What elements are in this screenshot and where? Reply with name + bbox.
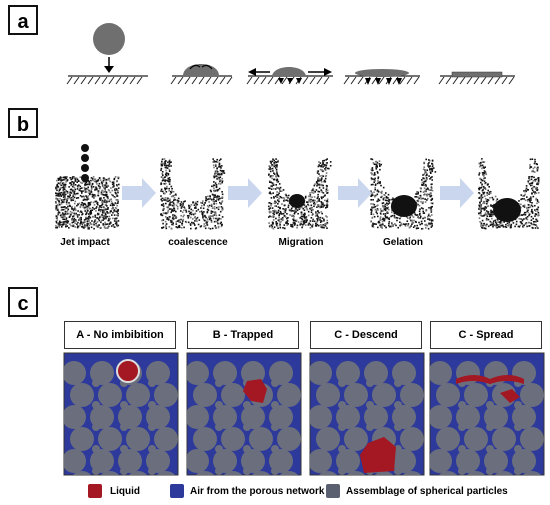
simulation-frame bbox=[429, 352, 545, 476]
impacting-droplet bbox=[183, 64, 219, 76]
legend-label-liquid: Liquid bbox=[110, 486, 140, 497]
sim-title-descend: C - Descend bbox=[310, 321, 422, 349]
process-arrows bbox=[122, 178, 474, 208]
process-arrow bbox=[440, 178, 474, 208]
process-arrow bbox=[228, 178, 262, 208]
legend-swatch-air bbox=[170, 484, 184, 498]
sim-title-trapped: B - Trapped bbox=[187, 321, 299, 349]
imbibing-droplet bbox=[355, 69, 409, 77]
step-label-coalescence: coalescence bbox=[168, 237, 228, 248]
legend-label-air: Air from the porous network bbox=[190, 486, 325, 497]
simulation-frame bbox=[309, 352, 425, 476]
panel-label-a: a bbox=[8, 5, 38, 35]
process-arrow bbox=[338, 178, 372, 208]
step-label-migration: Migration bbox=[278, 237, 324, 248]
simulation-frame bbox=[63, 352, 179, 476]
spreading-droplet bbox=[272, 67, 306, 76]
powder-beds bbox=[55, 158, 540, 230]
panel-label-b: b bbox=[8, 108, 38, 138]
step-label-gelation: Gelation bbox=[382, 237, 423, 248]
falling-droplet bbox=[93, 23, 125, 55]
legend-swatch-liquid bbox=[88, 484, 102, 498]
panel-label-c: c bbox=[8, 287, 38, 317]
simulation-frames bbox=[63, 352, 545, 476]
step-label-jet-impact: Jet impact bbox=[60, 237, 110, 248]
jet-droplets bbox=[81, 144, 89, 182]
legend-label-particles: Assemblage of spherical particles bbox=[346, 486, 508, 497]
simulation-frame bbox=[186, 352, 302, 476]
absorbed-film bbox=[451, 71, 503, 78]
sim-title-no-imbibition: A - No imbibition bbox=[64, 321, 176, 349]
sim-title-spread: C - Spread bbox=[430, 321, 542, 349]
legend-swatch-particles bbox=[326, 484, 340, 498]
process-arrow bbox=[122, 178, 156, 208]
